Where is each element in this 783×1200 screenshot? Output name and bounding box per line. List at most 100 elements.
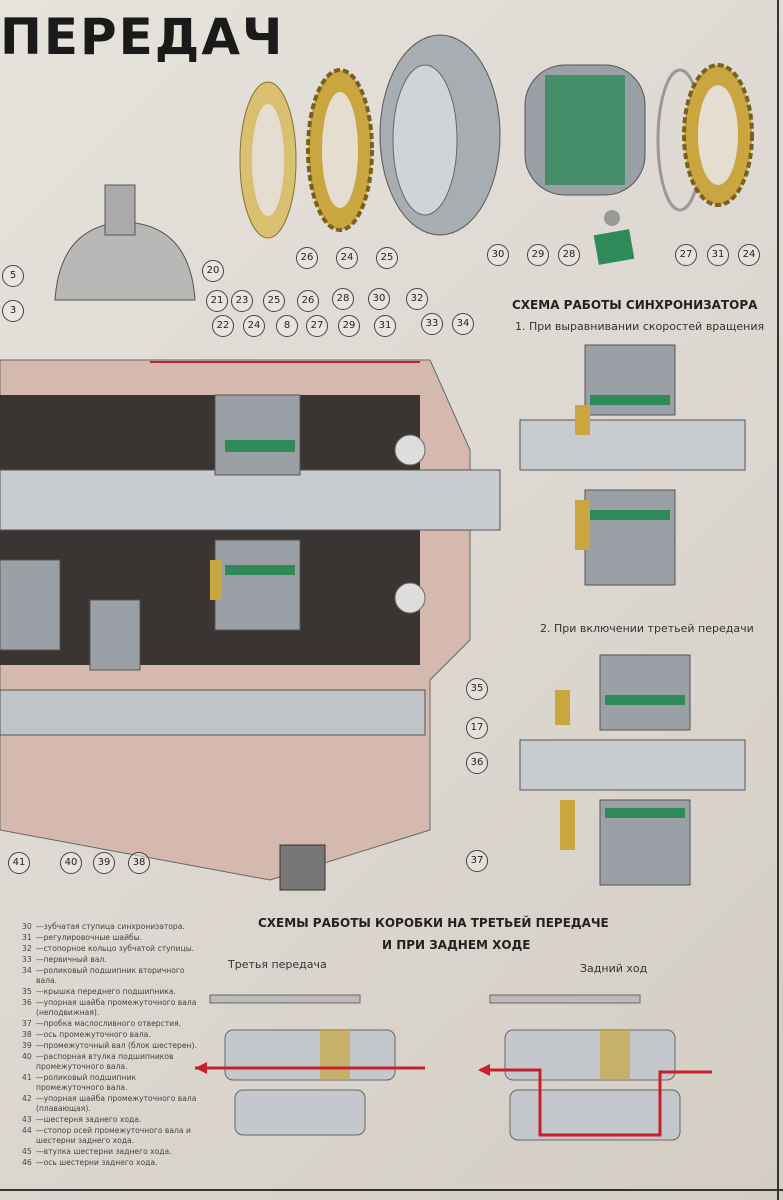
legend-text: —шестерня заднего хода.	[36, 1115, 142, 1124]
callout: 31	[707, 244, 729, 266]
synchronizer-heading: СХЕМА РАБОТЫ СИНХРОНИЗАТОРА	[512, 298, 758, 312]
legend-number: 37	[22, 1019, 32, 1028]
callout: 27	[306, 315, 328, 337]
legend-number: 45	[22, 1147, 32, 1156]
callout: 23	[231, 290, 253, 312]
callout: 26	[296, 247, 318, 269]
callout: 28	[558, 244, 580, 266]
callout: 32	[406, 288, 428, 310]
callout: 22	[212, 315, 234, 337]
legend-text: —стопор осей промежуточного вала и шесте…	[36, 1126, 191, 1145]
legend-item: 35 —крышка переднего подшипника.	[22, 987, 202, 997]
legend-number: 39	[22, 1041, 32, 1050]
callout: 30	[487, 244, 509, 266]
legend-number: 36	[22, 998, 32, 1007]
callout: 31	[374, 315, 396, 337]
legend-item: 45 —втулка шестерни заднего хода.	[22, 1147, 202, 1157]
callout: 8	[276, 315, 298, 337]
callout: 36	[466, 752, 488, 774]
legend-item: 38—ось промежуточного вала.	[22, 1030, 202, 1040]
callout: 34	[452, 313, 474, 335]
legend-text: —регулировочные шайбы.	[36, 933, 143, 942]
callout: 24	[243, 315, 265, 337]
legend-text: —пробка маслосливного отверстия.	[36, 1019, 182, 1028]
legend-number: 32	[22, 944, 32, 953]
legend-number: 34	[22, 966, 32, 975]
reverse-gear-scheme	[478, 994, 712, 1141]
legend-item: 30 —зубчатая ступица синхронизатора.	[22, 922, 202, 932]
callout: 28	[332, 288, 354, 310]
callout: 38	[128, 852, 150, 874]
legend-text: —первичный вал.	[36, 955, 107, 964]
legend-number: 46	[22, 1158, 32, 1167]
callout: 33	[421, 313, 443, 335]
legend-item: 39 —промежуточный вал (блок шестерен).	[22, 1041, 202, 1051]
legend-item: 36 —упорная шайба промежуточного вала (не…	[22, 998, 202, 1018]
legend-text: —стопорное кольцо зубчатой ступицы.	[36, 944, 195, 953]
callout: 5	[2, 265, 24, 287]
legend-item: 41 —роликовый подшипник промежуточного ва…	[22, 1073, 202, 1093]
legend-text: —распорная втулка подшипников промежуточ…	[36, 1052, 174, 1071]
legend-number: 44	[22, 1126, 32, 1135]
synchronizer-step-1: 1. При выравнивании скоростей вращения	[515, 320, 765, 333]
synchronizer-scheme-1	[519, 344, 746, 586]
legend-text: —крышка переднего подшипника.	[36, 987, 176, 996]
legend-item: 43 —шестерня заднего хода.	[22, 1115, 202, 1125]
legend-number: 33	[22, 955, 32, 964]
callout: 29	[527, 244, 549, 266]
legend-text: —ось шестерни заднего хода.	[36, 1158, 158, 1167]
schemes-heading-line1: СХЕМЫ РАБОТЫ КОРОБКИ НА ТРЕТЬЕЙ ПЕРЕДАЧЕ	[258, 916, 609, 930]
callout: 24	[336, 247, 358, 269]
legend-item: 46 —ось шестерни заднего хода.	[22, 1158, 202, 1168]
legend-number: 41	[22, 1073, 32, 1082]
legend-number: 30	[22, 922, 32, 931]
legend-item: 37 —пробка маслосливного отверстия.	[22, 1019, 202, 1029]
callout: 35	[466, 678, 488, 700]
callout: 41	[8, 852, 30, 874]
legend-number: 42	[22, 1094, 32, 1103]
callout: 30	[368, 288, 390, 310]
exploded-parts	[239, 34, 754, 265]
callout: 37	[466, 850, 488, 872]
legend-number: 35	[22, 987, 32, 996]
callout: 21	[206, 290, 228, 312]
legend-number: 43	[22, 1115, 32, 1124]
callout: 25	[263, 290, 285, 312]
legend-item: 42 —упорная шайба промежуточного вала (пл…	[22, 1094, 202, 1114]
legend-item: 32 —стопорное кольцо зубчатой ступицы.	[22, 944, 202, 954]
callout: 29	[338, 315, 360, 337]
legend-text: —ось промежуточного вала.	[36, 1030, 151, 1039]
legend-text: —упорная шайба промежуточного вала (плав…	[36, 1094, 197, 1113]
schemes-heading-line2: И ПРИ ЗАДНЕМ ХОДЕ	[382, 938, 531, 952]
gearbox-cross-section	[0, 184, 501, 891]
legend-text: —роликовый подшипник промежуточного вала…	[36, 1073, 137, 1092]
legend-text: —упорная шайба промежуточного вала (непо…	[36, 998, 197, 1017]
legend-text: —роликовый подшипник вторичного вала.	[36, 966, 185, 985]
legend-text: —зубчатая ступица синхронизатора.	[36, 922, 185, 931]
callout: 3	[2, 300, 24, 322]
synchronizer-step-2: 2. При включении третьей передачи	[540, 622, 754, 635]
third-gear-label: Третья передача	[228, 958, 327, 971]
poster-title: ПЕРЕДАЧ	[0, 8, 285, 66]
callout: 20	[202, 260, 224, 282]
callout: 25	[376, 247, 398, 269]
callout: 24	[738, 244, 760, 266]
third-gear-scheme	[195, 994, 425, 1136]
legend-item: 31 —регулировочные шайбы.	[22, 933, 202, 943]
legend-item: 40 —распорная втулка подшипников промежут…	[22, 1052, 202, 1072]
parts-legend: 30 —зубчатая ступица синхронизатора. 31 —ре…	[22, 922, 202, 1169]
legend-text: —втулка шестерни заднего хода.	[36, 1147, 172, 1156]
legend-number: 31	[22, 933, 32, 942]
synchronizer-scheme-2	[519, 654, 746, 886]
callout: 17	[466, 717, 488, 739]
legend-item: 44 —стопор осей промежуточного вала и шес…	[22, 1126, 202, 1146]
legend-item: 34 —роликовый подшипник вторичного вала.	[22, 966, 202, 986]
reverse-label: Задний ход	[580, 962, 648, 975]
callout: 39	[93, 852, 115, 874]
legend-item: 33 —первичный вал.	[22, 955, 202, 965]
legend-number: 40	[22, 1052, 32, 1061]
legend-text: —промежуточный вал (блок шестерен).	[36, 1041, 197, 1050]
callout: 26	[297, 290, 319, 312]
